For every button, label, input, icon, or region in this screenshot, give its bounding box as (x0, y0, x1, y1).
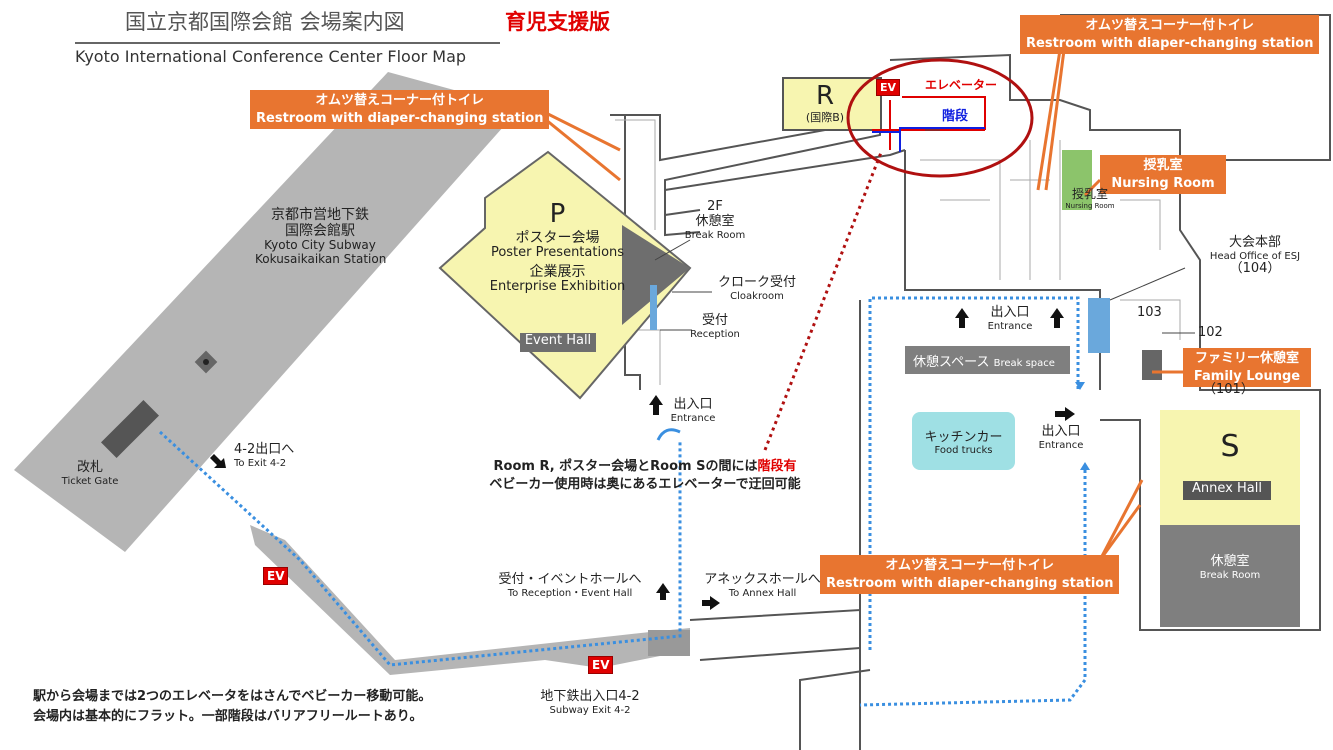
elevator-label: エレベーター (925, 78, 998, 92)
room-101: （101） (1203, 382, 1254, 397)
stairs-label: 階段 (942, 109, 969, 124)
room-102: 102 (1198, 325, 1223, 340)
elevator-badge: EV (876, 79, 901, 96)
ticket-gate (101, 400, 159, 458)
walkway (250, 525, 690, 675)
room-103: 103 (1137, 305, 1162, 320)
hall-s-letter: S (1220, 429, 1240, 464)
title-en: Kyoto International Conference Center Fl… (75, 47, 467, 66)
elevator-badge: EV (263, 567, 289, 585)
title-jp: 国立京都国際会館 会場案内図 (125, 10, 405, 34)
poster-hall (438, 150, 692, 400)
annex-hall-label: Annex Hall (1183, 481, 1271, 500)
elevator-badge: EV (588, 656, 614, 674)
access-note: 駅から会場までは2つのエレベータをはさんでベビーカー移動可能。会場内は基本的にフ… (33, 689, 432, 725)
annex-hall (1160, 410, 1300, 525)
event-hall-label: Event Hall (520, 333, 596, 352)
stairs-highlight-ellipse (846, 58, 1034, 178)
edition-label: 育児支援版 (505, 10, 610, 34)
room-r-label: R(国際B) (805, 81, 845, 124)
break-space-label: 休憩スペース Break space (905, 346, 1070, 374)
stairs-note: Room R, ポスター会場とRoom Sの間には階段有 ベビーカー使用時は奥に… (489, 459, 801, 493)
